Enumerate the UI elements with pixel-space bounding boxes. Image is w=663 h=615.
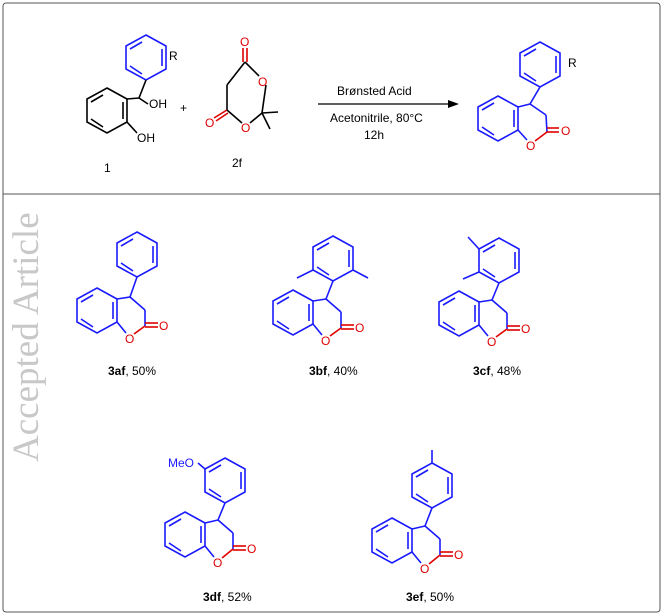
compound-3af-structure — [76, 231, 158, 335]
3df-carbonyl-oxygen: O — [247, 542, 256, 556]
oxygen-carbonyl-top: O — [240, 35, 249, 49]
reactant-1-structure — [86, 34, 167, 134]
reactant-2f-label: 2f — [232, 156, 243, 170]
reactant-1-label: 1 — [104, 161, 111, 175]
compound-3bf-structure — [272, 235, 369, 337]
3df-ring-oxygen: O — [213, 556, 222, 570]
3af-ring-oxygen: O — [125, 332, 134, 346]
product-ring-oxygen: O — [526, 139, 535, 153]
3ef-ring-oxygen: O — [420, 562, 429, 576]
oxygen-ring-upper: O — [258, 75, 267, 89]
r-group-label: R — [169, 49, 178, 63]
watermark: Accepted Article — [6, 212, 47, 462]
3bf-carbonyl-oxygen: O — [355, 321, 364, 335]
compound-3ef-label: 3ef, 50% — [406, 590, 454, 604]
condition-time: 12h — [364, 128, 384, 142]
compound-3df-label: 3df, 52% — [203, 590, 252, 604]
product-carbonyl-oxygen: O — [561, 124, 570, 138]
compound-3ef-structure — [371, 450, 453, 565]
3af-carbonyl-oxygen: O — [159, 319, 168, 333]
hydroxyl-label-benzylic: OH — [149, 97, 167, 111]
oxygen-carbonyl-left: O — [205, 116, 214, 130]
product-generic-structure — [477, 41, 561, 142]
3cf-ring-oxygen: O — [487, 335, 496, 349]
meldrums-acid-structure — [213, 48, 279, 130]
arrow-head — [448, 100, 459, 108]
plus-sign: + — [180, 101, 187, 115]
3cf-carbonyl-oxygen: O — [521, 322, 530, 336]
condition-solvent-temp: Acetonitrile, 80°C — [330, 111, 423, 125]
compound-3df-structure — [164, 457, 246, 559]
oxygen-ring-lower: O — [241, 121, 250, 135]
compound-3bf-label: 3bf, 40% — [309, 364, 358, 378]
3df-methoxy-label: MeO — [168, 456, 194, 470]
compound-3cf-structure — [438, 236, 520, 338]
condition-catalyst: Brønsted Acid — [337, 84, 412, 98]
product-r-group-label: R — [568, 56, 577, 70]
hydroxyl-label-phenol: OH — [137, 131, 155, 145]
compound-3cf-label: 3cf, 48% — [473, 364, 521, 378]
3ef-carbonyl-oxygen: O — [454, 548, 463, 562]
3bf-ring-oxygen: O — [321, 334, 330, 348]
compound-3af-label: 3af, 50% — [108, 364, 156, 378]
